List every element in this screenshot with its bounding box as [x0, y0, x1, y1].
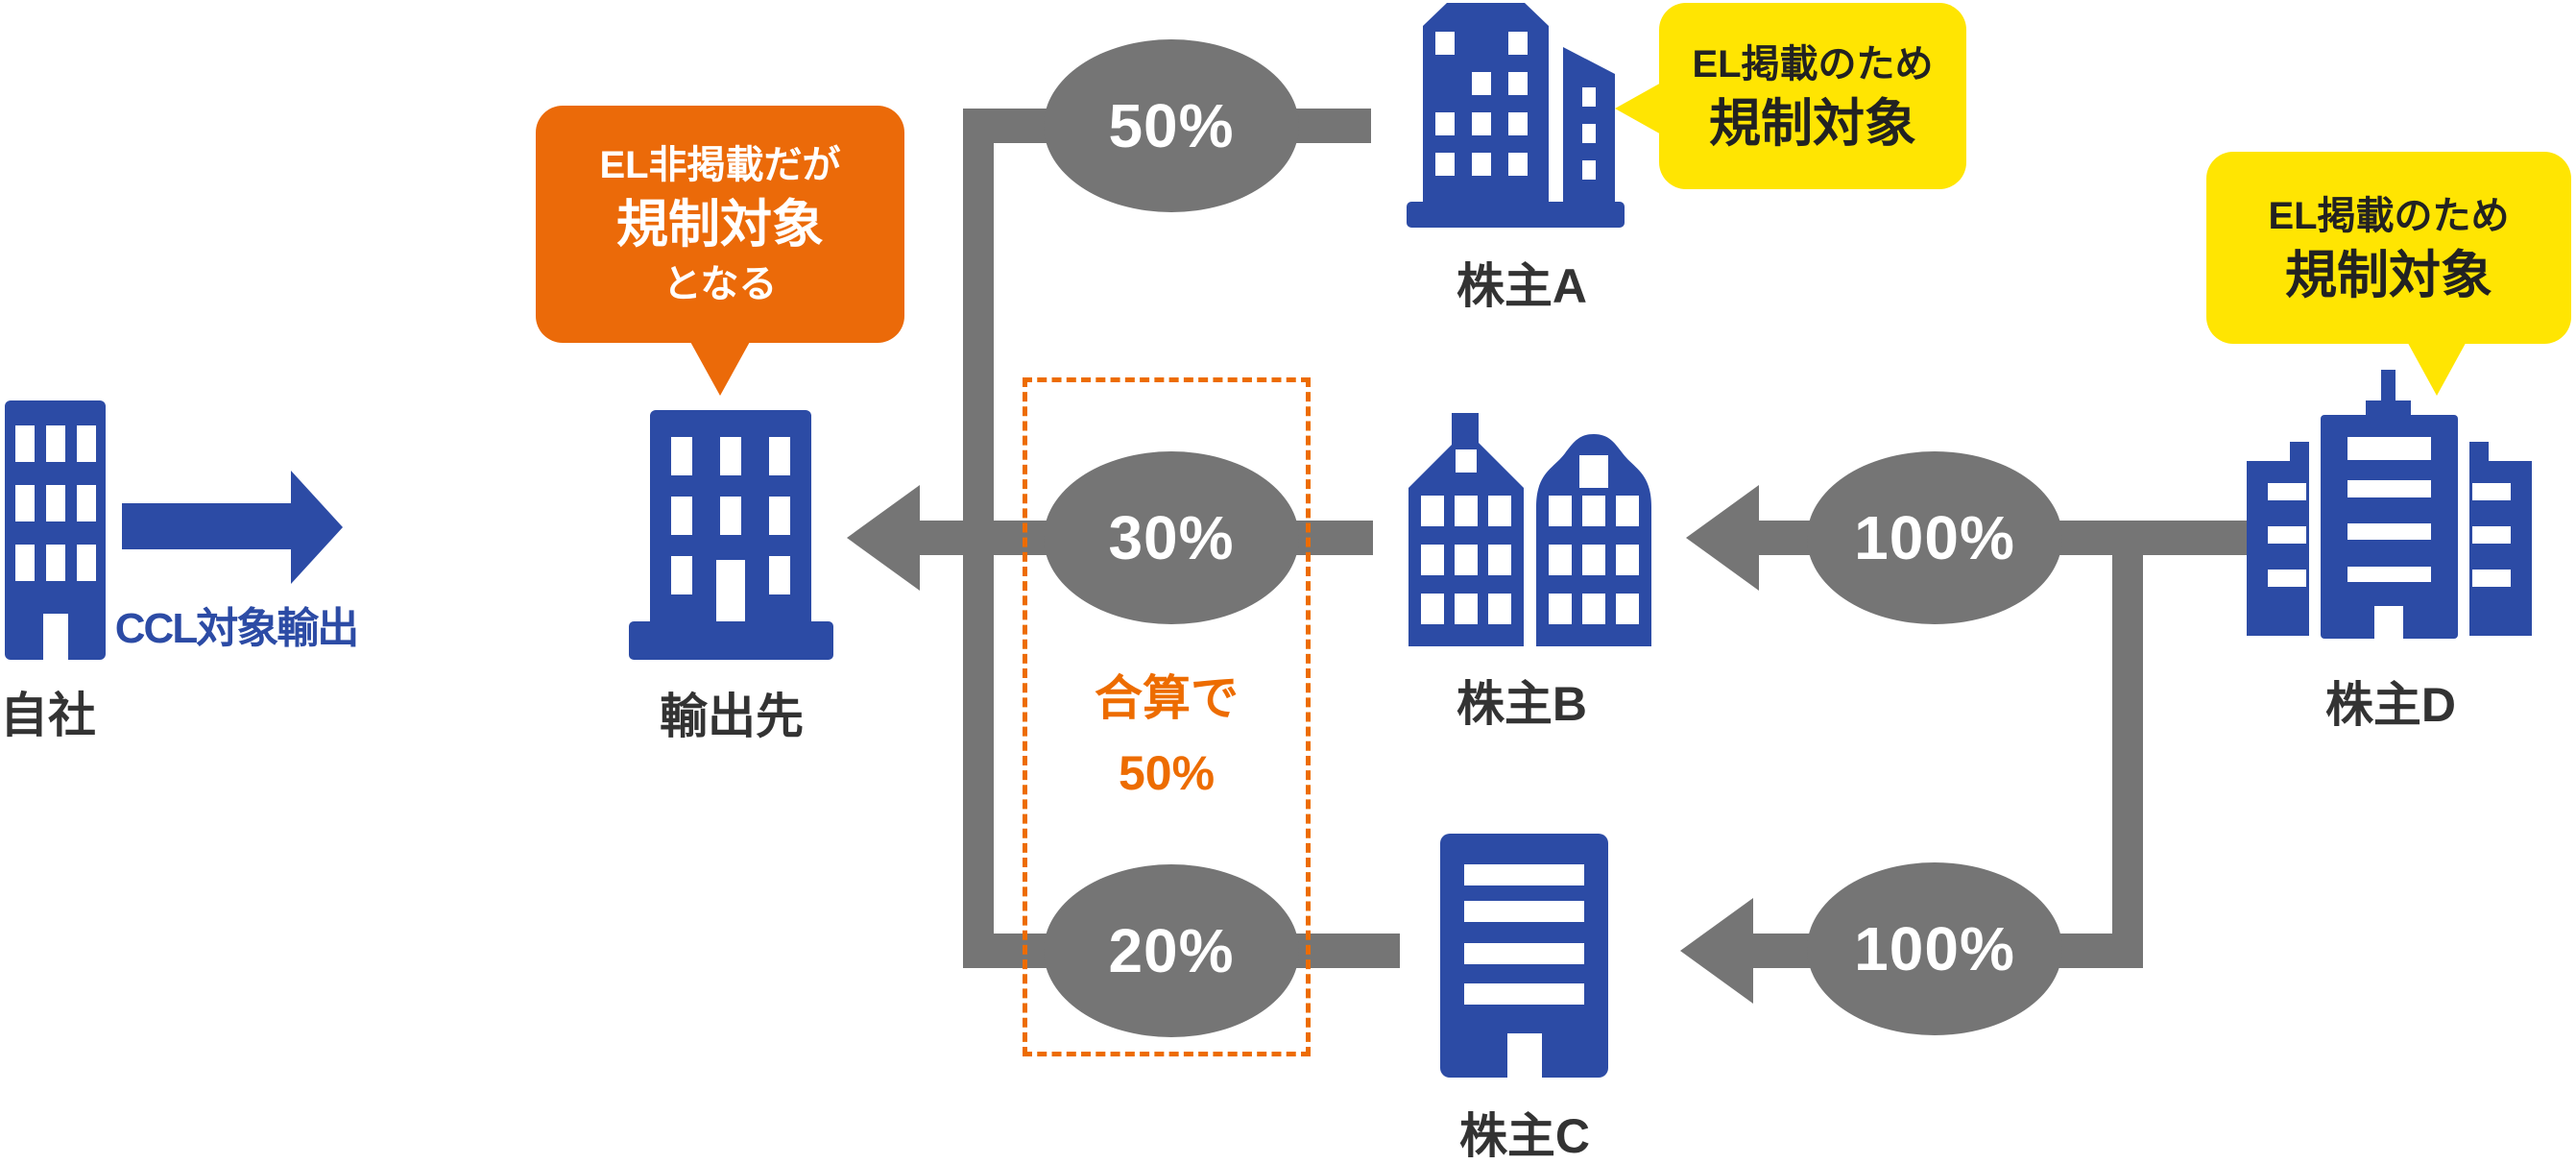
- export-arrow-body: [122, 503, 291, 549]
- share-oval-c: 20%: [1044, 864, 1299, 1037]
- yushutsusaki-callout-line2: 規制対象: [616, 195, 824, 254]
- kabunushi-a-label: 株主A: [1456, 259, 1588, 313]
- share-oval-d-to-c: 100%: [1807, 862, 2062, 1035]
- kabunushi-a-building-icon: [1407, 3, 1625, 228]
- share-oval-d-to-b: 100%: [1807, 451, 2062, 624]
- jisha-building-icon: [5, 400, 106, 660]
- jisha-label: 自社: [0, 689, 96, 742]
- kabunushi-d-label: 株主D: [2324, 678, 2457, 732]
- kabunushi-a-callout-tail-icon: [1615, 82, 1663, 135]
- kabunushi-b-building-icon: [1408, 413, 1651, 646]
- share-oval-b: 30%: [1044, 451, 1299, 624]
- kabunushi-d-callout-tail-icon: [2404, 336, 2469, 396]
- export-arrow-head-icon: [291, 471, 343, 584]
- kabunushi-a-callout-line1: EL掲載のため: [1692, 43, 1934, 85]
- yushutsusaki-label: 輸出先: [660, 690, 804, 743]
- kabunushi-d-callout-line1: EL掲載のため: [2268, 195, 2510, 237]
- kabunushi-d-callout-line2: 規制対象: [2285, 247, 2492, 304]
- yushutsusaki-callout-line1: EL非掲載だが: [599, 143, 841, 186]
- kabunushi-d-callout: EL掲載のため 規制対象: [2206, 152, 2571, 344]
- export-arrow-label: CCL対象輸出: [114, 605, 359, 652]
- yushutsusaki-callout-line3: となる: [662, 262, 778, 305]
- arrowhead-to-yushutsusaki-icon: [847, 485, 920, 591]
- aggregation-note: 合算で 50%: [1023, 661, 1311, 811]
- connector-branch-d-vertical: [2112, 521, 2143, 968]
- kabunushi-b-label: 株主B: [1456, 677, 1588, 731]
- kabunushi-a-callout-line2: 規制対象: [1709, 95, 1916, 153]
- aggregation-dashed-box: [1023, 377, 1311, 1056]
- yushutsusaki-building-icon: [629, 410, 833, 660]
- kabunushi-d-building-icon: [2247, 370, 2532, 639]
- kabunushi-c-building-icon: [1440, 834, 1608, 1078]
- arrowhead-to-kabunushi-c-icon: [1680, 898, 1753, 1004]
- kabunushi-a-callout: EL掲載のため 規制対象: [1659, 3, 1966, 189]
- yushutsusaki-callout-tail-icon: [689, 340, 751, 396]
- kabunushi-c-label: 株主C: [1458, 1109, 1591, 1163]
- share-oval-a: 50%: [1044, 39, 1299, 212]
- yushutsusaki-callout: EL非掲載だが 規制対象 となる: [536, 106, 904, 343]
- arrowhead-to-kabunushi-b-icon: [1686, 485, 1759, 591]
- aggregation-note-line1: 合算で: [1095, 671, 1239, 725]
- aggregation-note-line2: 50%: [1118, 746, 1216, 800]
